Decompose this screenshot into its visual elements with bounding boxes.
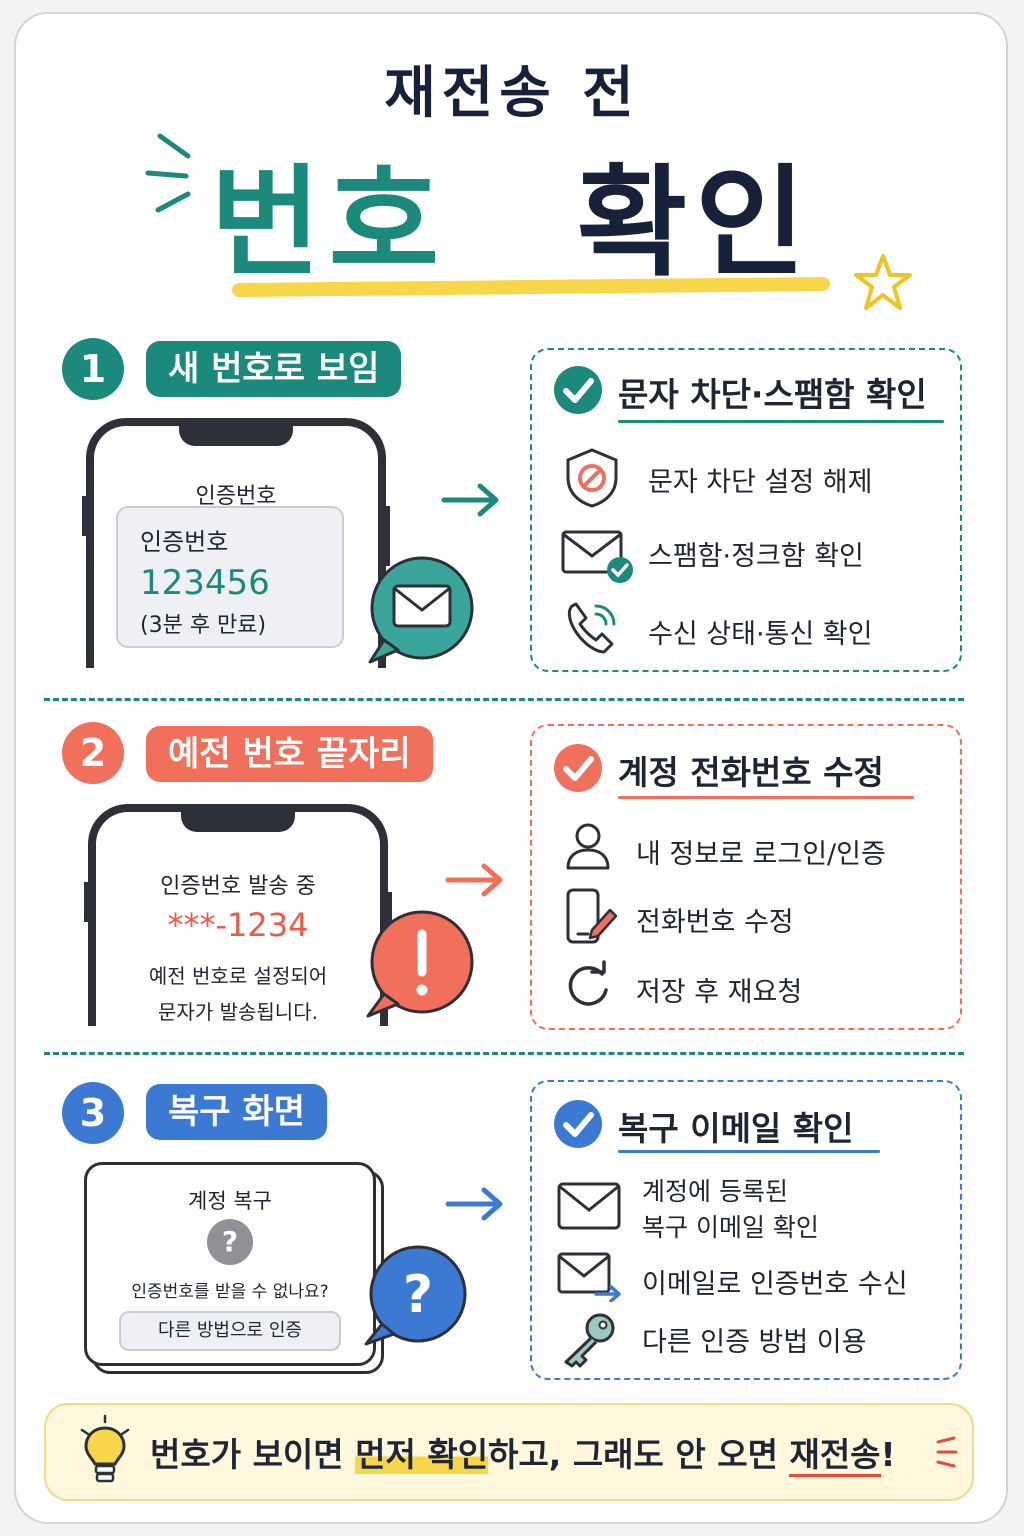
emphasis-lines-icon <box>934 1434 960 1470</box>
box-1-item-1: 문자 차단 설정 해제 <box>648 467 873 498</box>
svg-text:?: ? <box>403 1265 433 1325</box>
step-2-badge: 2 <box>62 722 124 784</box>
check-icon <box>554 1100 602 1148</box>
phone-2-header: 인증번호 발송 중 <box>160 874 316 899</box>
mail-check-icon <box>560 526 634 584</box>
recovery-question: 인증번호를 받을 수 없나요? <box>131 1282 329 1302</box>
tip-highlight: 먼저 확인 <box>355 1435 489 1474</box>
user-icon <box>562 820 614 872</box>
box-3-heading: 복구 이메일 확인 <box>618 1109 854 1148</box>
box-3-item-1-line2: 복구 이메일 확인 <box>642 1213 819 1242</box>
sms-expiry: (3분 후 만료) <box>140 613 267 638</box>
phone-edit-icon <box>562 886 622 946</box>
recovery-header: 계정 복구 <box>188 1189 272 1213</box>
box-1-heading-underline <box>618 420 944 423</box>
box-1-heading: 문자 차단·스팸함 확인 <box>618 375 927 414</box>
check-icon <box>554 366 602 414</box>
star-icon <box>852 252 914 314</box>
title-line2: 번호 확인 <box>0 125 1024 299</box>
tip-end: ! <box>880 1435 896 1474</box>
solution-box-2 <box>530 724 962 1030</box>
phone-signal-icon <box>562 598 622 658</box>
title-line1: 재전송 전 <box>384 61 640 126</box>
other-method-button[interactable]: 다른 방법으로 인증 <box>119 1311 341 1351</box>
step-1-label: 새 번호로 보임 <box>146 341 402 397</box>
step-2-label: 예전 번호 끝자리 <box>146 726 433 782</box>
title-word-number: 번호 <box>210 154 448 293</box>
solution-box-1 <box>530 348 962 672</box>
lightbulb-icon <box>74 1412 136 1492</box>
sms-title: 인증번호 <box>140 528 229 556</box>
box-3-item-3: 다른 인증 방법 이용 <box>642 1327 867 1358</box>
tip-banner <box>44 1403 974 1501</box>
arrow-right-icon <box>440 480 502 520</box>
step-3-badge: 3 <box>62 1082 124 1144</box>
section-divider <box>44 1052 964 1055</box>
tip-part2: 하고, 그래도 안 오면 <box>488 1435 790 1474</box>
sms-message: 인증번호 123456 (3분 후 만료) <box>116 506 344 648</box>
phone-2-line1: 예전 번호로 설정되어 <box>148 964 328 988</box>
masked-number: ***-1234 <box>167 906 309 944</box>
svg-text:?: ? <box>222 1225 238 1258</box>
question-bubble-icon: ? <box>358 1244 470 1348</box>
phone-1-header: 인증번호 <box>195 484 277 509</box>
step-1-badge: 1 <box>62 338 124 400</box>
section-divider <box>44 698 964 701</box>
phone-mockup-2: 인증번호 발송 중 ***-1234 예전 번호로 설정되어 문자가 발송됩니다… <box>84 804 392 1026</box>
box-2-item-1: 내 정보로 로그인/인증 <box>636 839 886 870</box>
box-3-item-1-line1: 계정에 등록된 <box>642 1177 788 1206</box>
sparkle-lines-icon <box>140 128 200 218</box>
tip-message: 번호가 보이면 먼저 확인하고, 그래도 안 오면 재전송! <box>150 1428 896 1477</box>
box-2-item-2: 전화번호 수정 <box>636 907 794 938</box>
box-2-heading-underline <box>618 796 914 799</box>
tip-part1: 번호가 보이면 <box>150 1435 356 1474</box>
box-3-heading-underline <box>618 1150 880 1153</box>
box-1-item-3: 수신 상태·통신 확인 <box>648 619 873 650</box>
recovery-screen: 계정 복구 ? 인증번호를 받을 수 없나요? 다른 방법으로 인증 <box>84 1162 376 1366</box>
mail-bubble-icon <box>362 556 480 666</box>
title-word-check: 확인 <box>576 154 814 293</box>
tip-emphasis: 재전송 <box>789 1435 881 1477</box>
box-3-item-2: 이메일로 인증번호 수신 <box>642 1269 908 1300</box>
exclamation-bubble-icon <box>360 910 478 1020</box>
shield-block-icon <box>560 446 624 510</box>
step-3-label: 복구 화면 <box>146 1084 327 1140</box>
phone-2-line2: 문자가 발송됩니다. <box>158 1000 318 1024</box>
mail-icon <box>556 1180 622 1232</box>
mail-forward-icon <box>556 1250 624 1302</box>
box-1-item-2: 스팸함·정크함 확인 <box>648 541 864 572</box>
refresh-icon <box>562 960 614 1012</box>
sms-code: 123456 <box>140 563 270 603</box>
arrow-right-icon <box>444 1184 506 1224</box>
question-circle-icon: ? <box>205 1217 255 1267</box>
solution-box-3 <box>530 1080 962 1380</box>
key-icon <box>560 1312 618 1368</box>
box-2-heading: 계정 전화번호 수정 <box>618 753 884 792</box>
arrow-right-icon <box>444 860 506 900</box>
box-2-item-3: 저장 후 재요청 <box>636 977 803 1008</box>
phone-mockup-1: 인증번호 인증번호 123456 (3분 후 만료) <box>82 418 390 668</box>
check-icon <box>554 744 602 792</box>
